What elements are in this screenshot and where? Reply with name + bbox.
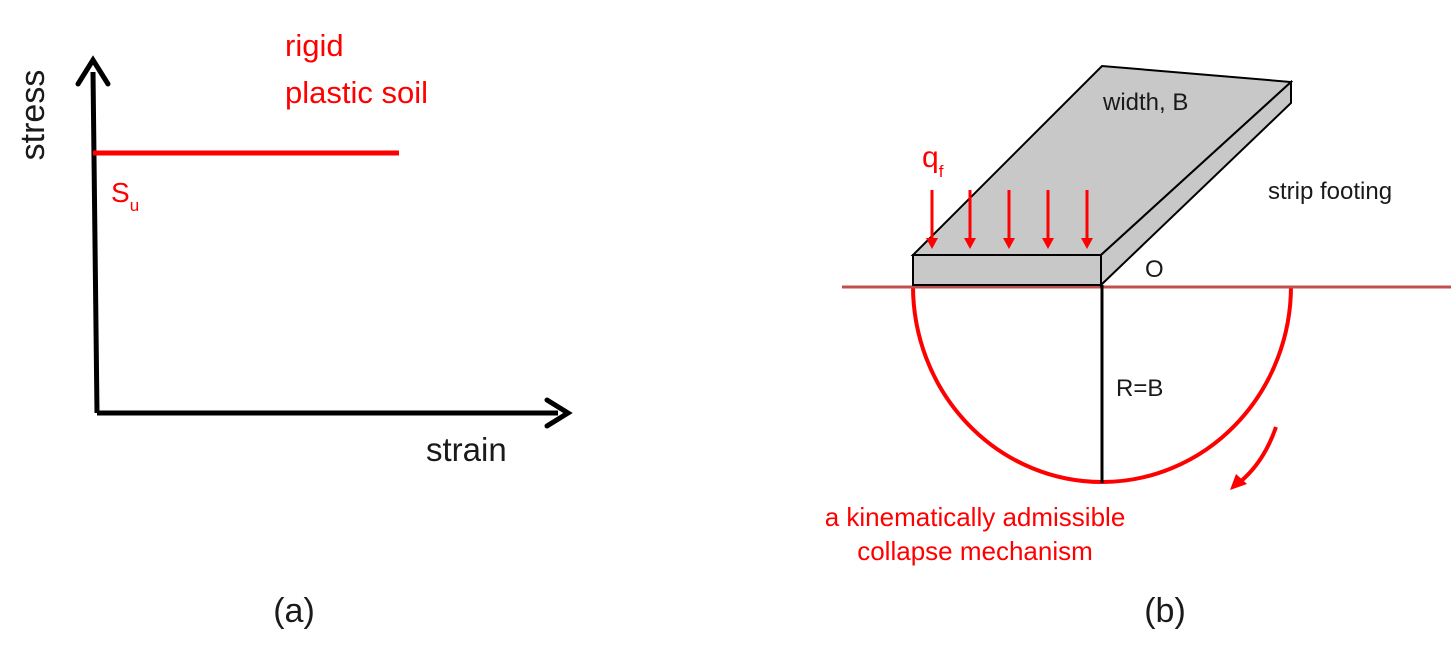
strain-axis-label: strain — [426, 431, 507, 468]
stress-axis-arrowhead — [75, 55, 111, 87]
mechanism-label-line2: collapse mechanism — [857, 536, 1093, 566]
mechanism-label-line1: a kinematically admissible — [825, 502, 1126, 532]
load-label-subscript: f — [939, 162, 944, 181]
strip-footing-label: strip footing — [1268, 178, 1392, 205]
rotation-arrowhead — [1230, 474, 1247, 490]
curve-label-plastic-soil: plastic soil — [285, 75, 428, 110]
caption-b: (b) — [1144, 592, 1186, 630]
load-arrowhead — [1042, 238, 1054, 249]
load-label: qf — [922, 141, 944, 181]
panel-a: stress strain rigid plastic soil Su (a) — [14, 28, 573, 630]
load-arrowhead — [926, 238, 938, 249]
load-arrowhead — [964, 238, 976, 249]
curve-label-rigid: rigid — [285, 28, 344, 63]
load-label-main: q — [922, 141, 939, 174]
load-arrowhead — [1081, 238, 1093, 249]
undrained-strength-label: Su — [111, 177, 139, 215]
width-label: width, B — [1102, 89, 1188, 116]
su-subscript: u — [130, 196, 139, 215]
load-arrows — [926, 190, 1093, 249]
footing-front-face — [912, 254, 1102, 286]
strain-axis-arrowhead — [544, 397, 573, 429]
caption-a: (a) — [273, 592, 315, 630]
rotation-arrow — [1238, 426, 1278, 484]
stress-axis — [90, 71, 100, 414]
stress-axis-label: stress — [14, 70, 52, 161]
origin-label: O — [1145, 256, 1164, 283]
load-arrowhead — [1003, 238, 1015, 249]
su-main: S — [111, 177, 130, 208]
radius-label: R=B — [1116, 375, 1163, 402]
strip-footing — [910, 64, 1294, 288]
panel-b: width, B qf strip footing O R=B a kinema… — [825, 64, 1451, 630]
